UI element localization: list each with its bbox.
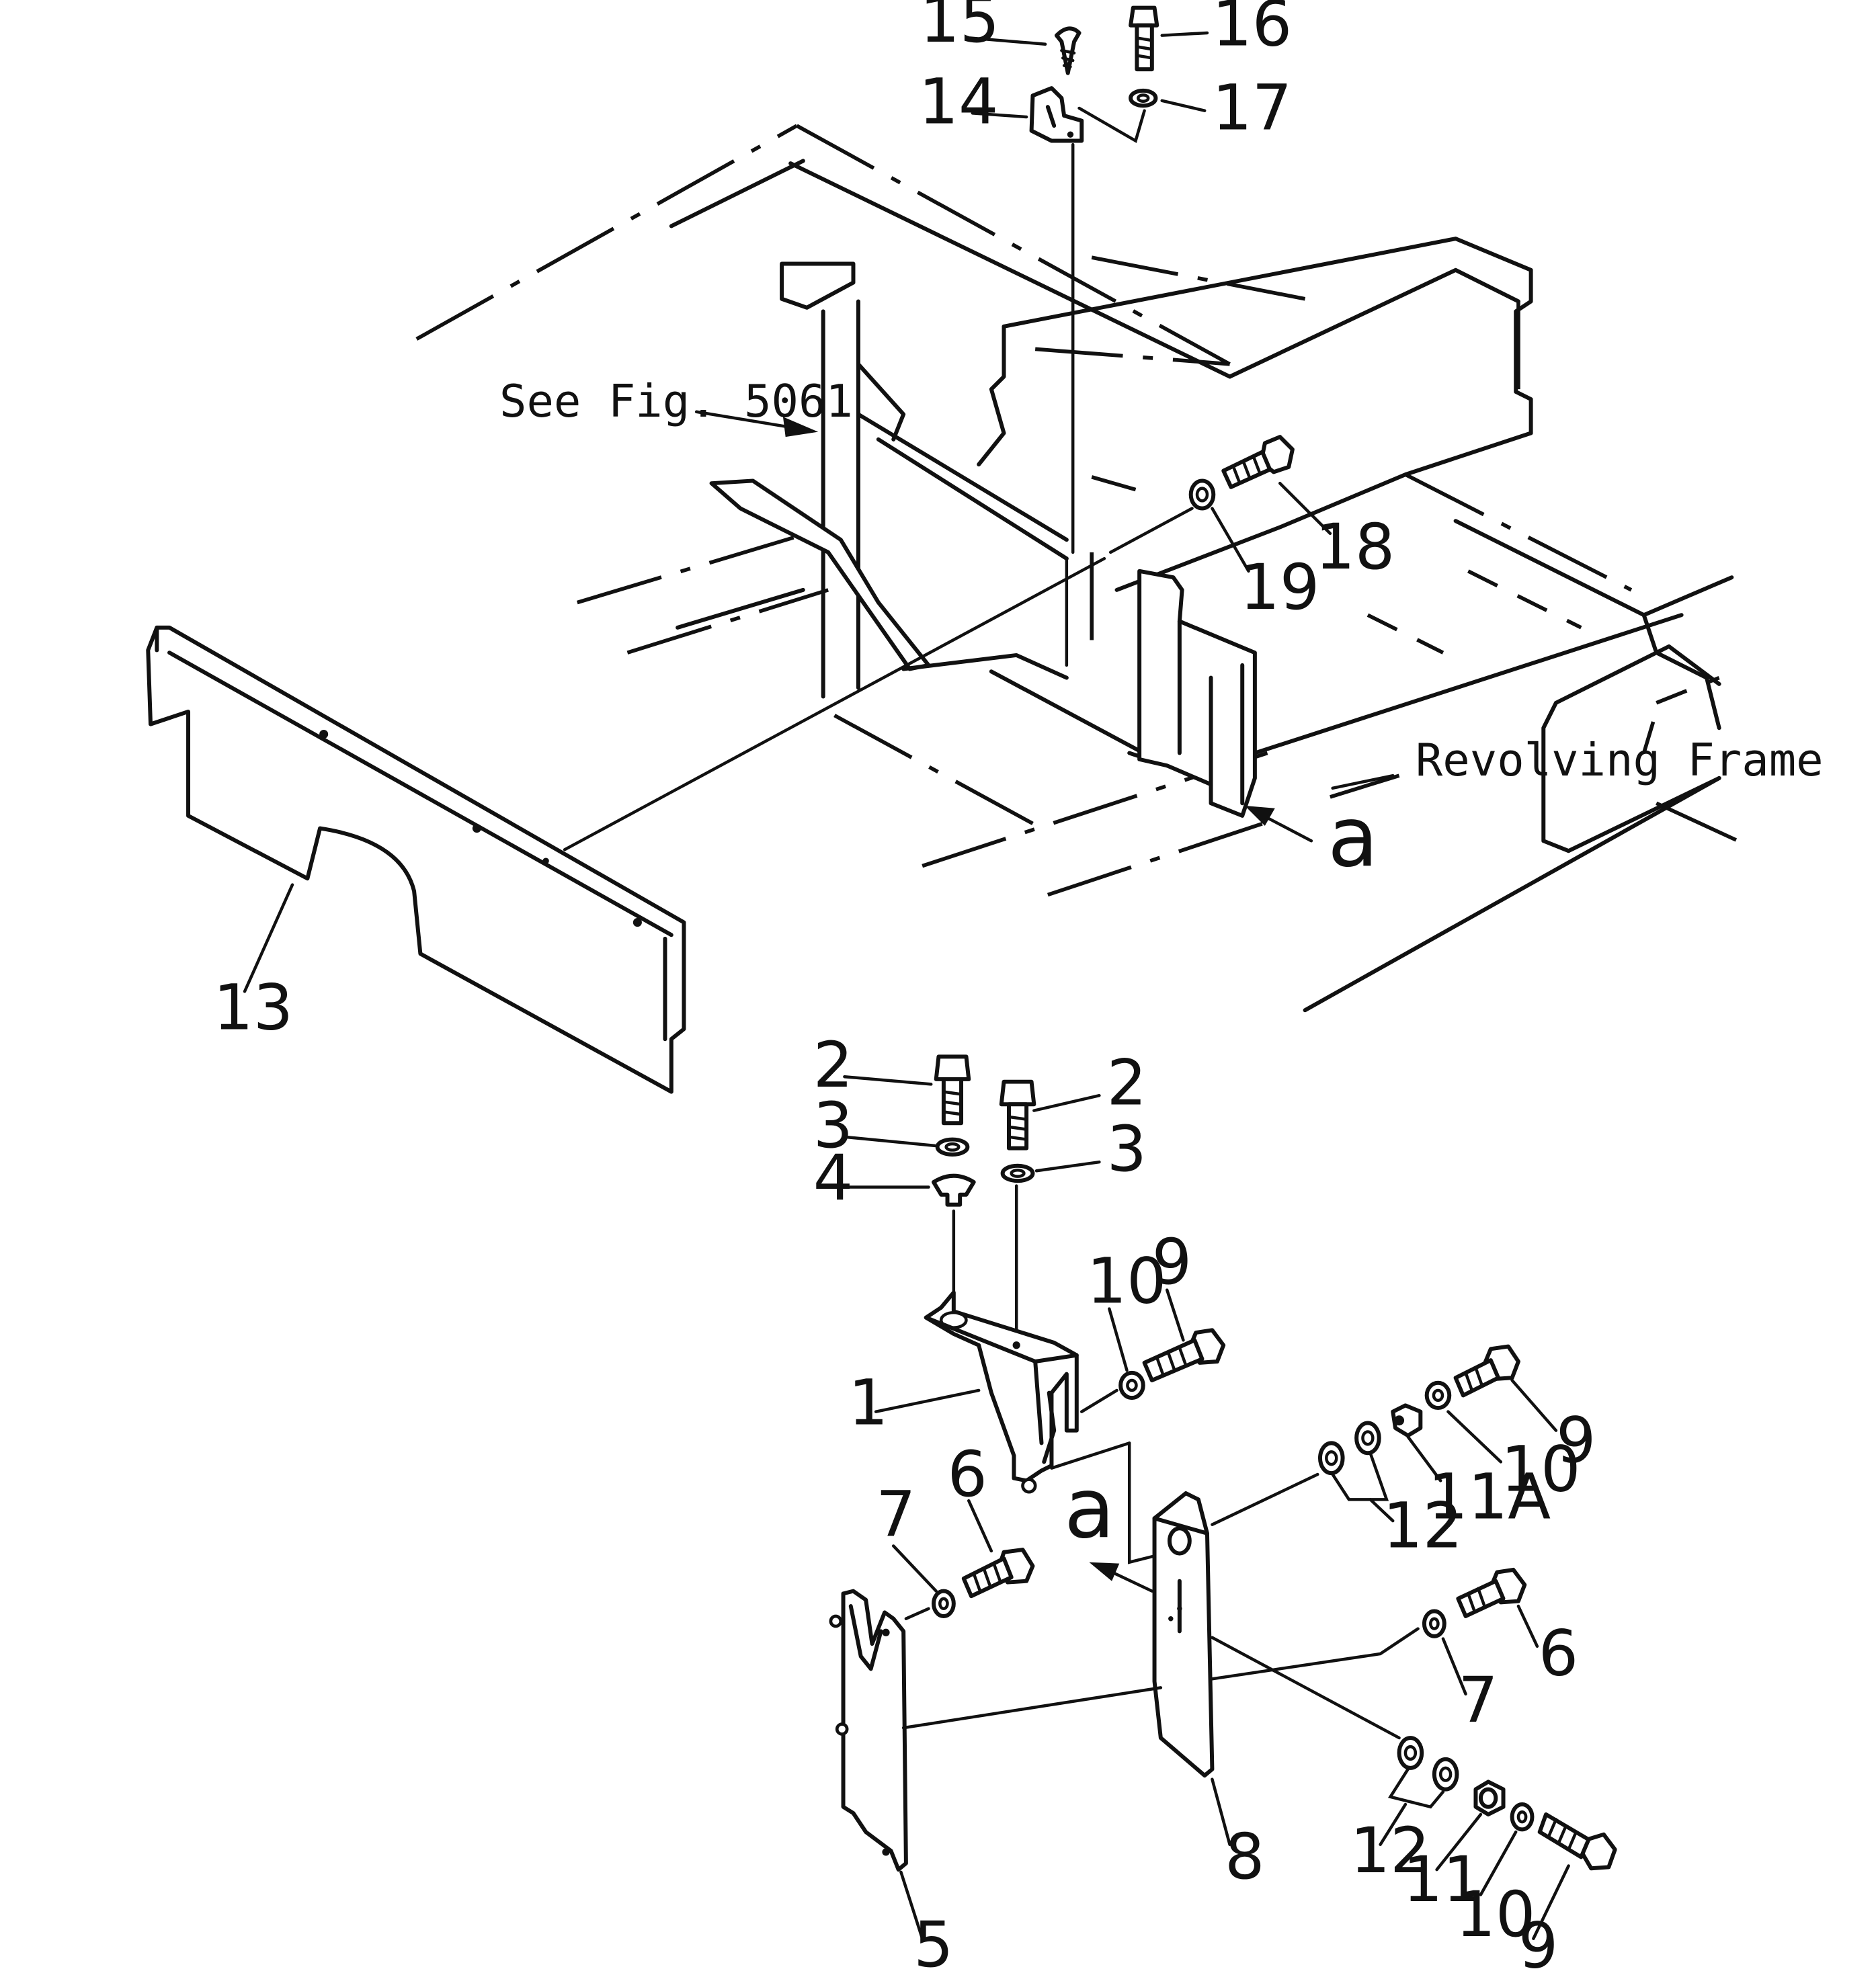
panel-mounting-lines — [563, 507, 1194, 851]
callout-8: 8 — [1225, 1820, 1264, 1894]
callout-6-left: 6 — [948, 1438, 987, 1511]
revolving-frame — [415, 124, 1739, 1013]
callout-labels: 15 16 14 17 18 19 13 2 2 3 3 4 10 9 1 6 … — [213, 0, 1823, 1969]
callout-9-lower: 9 — [1518, 1910, 1558, 1969]
callout-16: 16 — [1212, 0, 1292, 61]
callout-11a: 11A — [1428, 1460, 1551, 1534]
callout-2-right: 2 — [1107, 1046, 1147, 1120]
upper-right-fasteners — [1317, 1344, 1520, 1476]
upper-fasteners — [1029, 5, 1159, 667]
callout-2-left: 2 — [813, 1029, 853, 1102]
bracket — [924, 1290, 1079, 1494]
callout-3-right: 3 — [1107, 1113, 1147, 1186]
callout-10-lower: 10 — [1456, 1878, 1536, 1952]
callout-3-left: 3 — [813, 1089, 853, 1163]
callout-11: 11 — [1403, 1843, 1483, 1917]
callout-15: 15 — [920, 0, 1000, 57]
callout-4: 4 — [813, 1142, 853, 1215]
callout-7-left: 7 — [876, 1478, 915, 1551]
right-plate-fasteners — [1422, 1567, 1527, 1638]
callout-14: 14 — [919, 65, 999, 138]
right-plate — [1050, 1441, 1215, 1778]
callout-7-right: 7 — [1458, 1664, 1498, 1737]
callout-13: 13 — [213, 971, 293, 1044]
callout-10-upper: 10 — [1087, 1245, 1167, 1318]
callout-12-lower: 12 — [1350, 1814, 1430, 1888]
callout-9-upper: 9 — [1152, 1226, 1192, 1299]
callout-1: 1 — [848, 1366, 888, 1439]
see-fig-note: See Fig. 5061 — [499, 375, 853, 427]
frame-fasteners — [1188, 435, 1295, 511]
callout-9-right: 9 — [1556, 1404, 1596, 1477]
callout-leaders — [243, 31, 1570, 1941]
left-plate-fasteners — [931, 1548, 1035, 1618]
callout-10-right: 10 — [1501, 1433, 1581, 1506]
bracket-side-fasteners — [1080, 1328, 1226, 1413]
callout-18: 18 — [1315, 511, 1395, 584]
lower-right-fasteners — [1397, 1736, 1617, 1871]
callout-17: 17 — [1212, 72, 1292, 145]
plate-alignment-lines — [901, 1472, 1420, 1740]
cover-panel — [146, 625, 686, 1094]
callout-12-upper: 12 — [1383, 1489, 1463, 1562]
view-marker-upper: a — [1328, 790, 1379, 886]
bracket-bolts — [931, 1054, 1036, 1335]
callout-5: 5 — [913, 1909, 953, 1969]
revolving-frame-label: Revolving Frame — [1416, 734, 1824, 786]
callout-19: 19 — [1239, 551, 1319, 624]
view-marker-lower: a — [1064, 1461, 1115, 1557]
left-plate — [829, 1589, 908, 1872]
callout-6-right: 6 — [1539, 1618, 1578, 1691]
